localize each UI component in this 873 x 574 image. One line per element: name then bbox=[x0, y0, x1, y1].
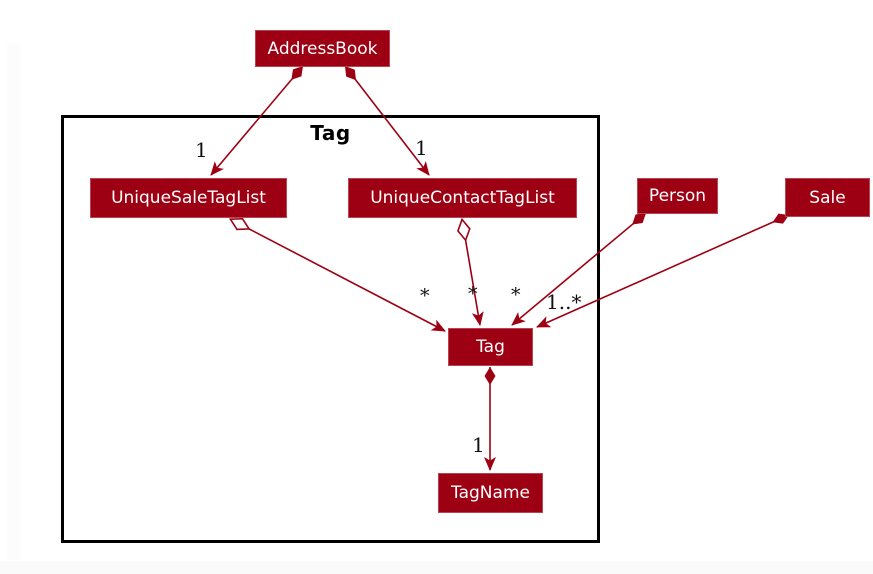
package-frame-title: Tag bbox=[310, 121, 351, 145]
multiplicity-addressbook-salelist: 1 bbox=[195, 138, 208, 162]
class-addressbook: AddressBook bbox=[255, 30, 390, 67]
multiplicity-person-tag: * bbox=[511, 284, 521, 306]
page-bottom-gutter bbox=[0, 561, 873, 574]
multiplicity-contactlist-tag: * bbox=[468, 283, 478, 305]
class-tagname: TagName bbox=[438, 473, 543, 513]
multiplicity-tag-tagname: 1 bbox=[472, 433, 485, 457]
class-uniquecontacttaglist: UniqueContactTagList bbox=[348, 178, 577, 218]
class-tag: Tag bbox=[448, 328, 533, 366]
multiplicity-sale-tag: 1..* bbox=[546, 290, 582, 314]
multiplicity-salelist-tag: * bbox=[420, 285, 430, 307]
class-person: Person bbox=[637, 178, 718, 214]
package-frame-tag bbox=[61, 115, 600, 543]
class-uniquesaletaglist: UniqueSaleTagList bbox=[90, 178, 287, 218]
page-left-gutter bbox=[7, 44, 21, 560]
class-sale: Sale bbox=[785, 178, 870, 217]
multiplicity-addressbook-contactlist: 1 bbox=[415, 136, 428, 160]
